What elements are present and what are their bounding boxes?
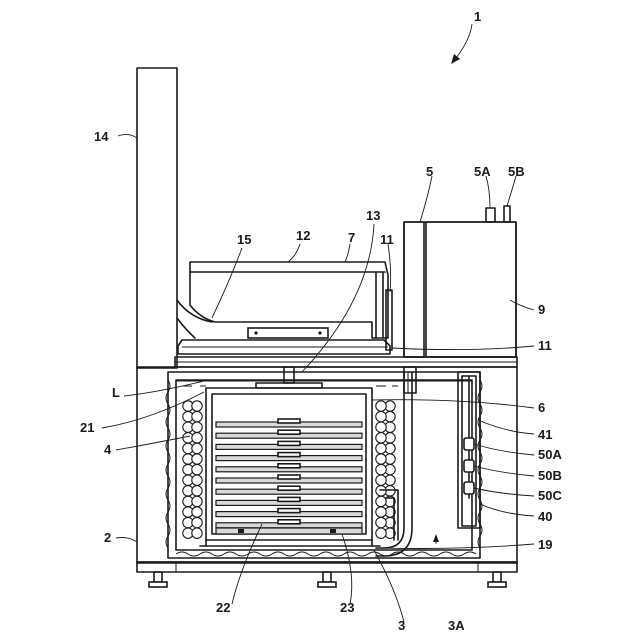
label-11-upper: 11 [380,232,394,247]
coil-turn [192,486,202,496]
label-23: 23 [340,600,354,615]
rack-handle [278,453,300,457]
coil-turn [376,507,386,517]
rack-handle [278,430,300,434]
rack-base [216,528,362,534]
label-2: 2 [104,530,111,545]
label-11-lower: 11 [538,338,552,353]
coil-turn [376,401,386,411]
float-50C [464,482,474,494]
rack-stack [216,419,362,528]
coil-turn [376,454,386,464]
rack-handle [278,520,300,524]
top-plate [175,357,517,367]
label-22: 22 [216,600,230,615]
insulation-bottom [176,552,476,556]
label-1: 1 [474,9,481,24]
rack-handle [278,464,300,468]
assembly-arrow [451,24,472,64]
label-40: 40 [538,509,552,524]
coil-turn [192,433,202,443]
control-box [404,206,516,357]
rack-handle [278,475,300,479]
coil-turn [376,443,386,453]
foot-right [488,572,506,587]
coil-left [183,401,202,539]
label-L: L [112,385,120,400]
label-7: 7 [348,230,355,245]
coil-turn [192,454,202,464]
coil-right [376,401,395,539]
exhaust-column [137,68,177,368]
coil-turn [192,528,202,538]
label-50A: 50A [538,447,562,462]
rack-handle [278,509,300,513]
label-50B: 50B [538,468,562,483]
label-3A: 3A [448,618,465,633]
rack-handle [278,486,300,490]
coil-turn [376,433,386,443]
rack-handle [278,441,300,445]
label-21: 21 [80,420,94,435]
label-4: 4 [104,442,112,457]
rack-handle [278,419,300,423]
coil-turn [376,517,386,527]
label-6: 6 [538,400,545,415]
coil-turn [192,464,202,474]
lid-assembly [177,262,392,354]
coil-turn [376,422,386,432]
label-5A: 5A [474,164,491,179]
coil-turn [192,496,202,506]
label-41: 41 [538,427,552,442]
foot-left [149,572,167,587]
rack-handle [278,497,300,501]
label-12: 12 [296,228,310,243]
level-sensor [458,372,480,528]
label-13: 13 [366,208,380,223]
coil-turn [192,422,202,432]
float-50B [464,460,474,472]
label-3: 3 [398,618,405,633]
coil-turn [192,475,202,485]
coil-turn [376,411,386,421]
coil-turn [192,517,202,527]
coil-turn [192,411,202,421]
label-5B: 5B [508,164,525,179]
coil-turn [192,401,202,411]
coil-turn [192,443,202,453]
label-15: 15 [237,232,251,247]
float-50A [464,438,474,450]
label-9: 9 [538,302,545,317]
coil-turn [376,528,386,538]
label-5: 5 [426,164,433,179]
coil-turn [376,464,386,474]
coil-turn [376,496,386,506]
foot-center [318,572,336,587]
label-14: 14 [94,129,109,144]
coil-turn [192,507,202,517]
shaft [256,367,322,388]
feet [149,572,506,587]
label-19: 19 [538,537,552,552]
label-50C: 50C [538,488,562,503]
coil-turn [376,475,386,485]
